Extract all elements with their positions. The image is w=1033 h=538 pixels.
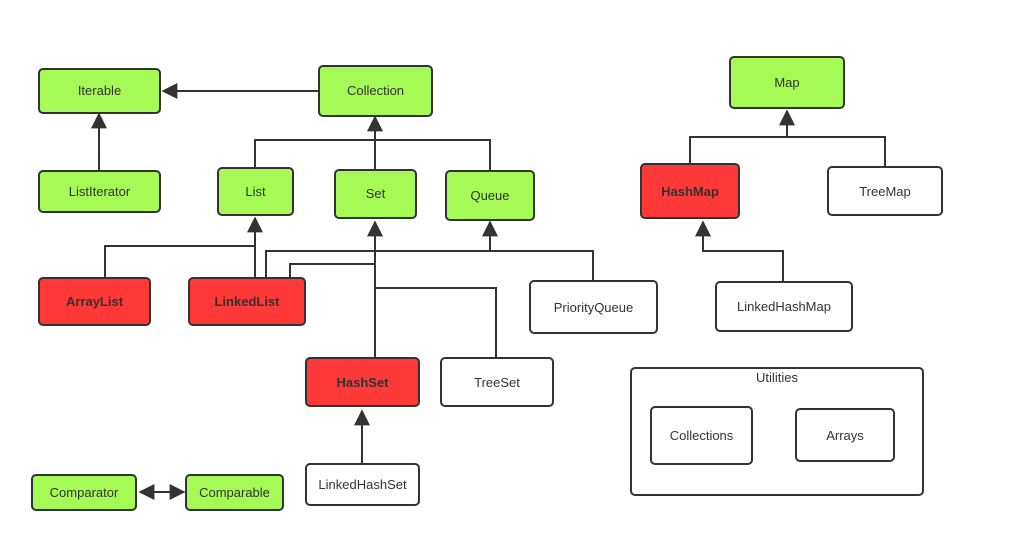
node-hash-set-label: HashSet	[336, 375, 389, 390]
edge-treeset-set	[375, 287, 497, 358]
node-tree-map-label: TreeMap	[859, 184, 911, 199]
node-collections[interactable]: Collections	[650, 406, 753, 465]
node-comparable-label: Comparable	[199, 485, 270, 500]
node-list-label: List	[245, 184, 266, 199]
node-tree-set-label: TreeSet	[474, 375, 520, 390]
node-comparable[interactable]: Comparable	[185, 474, 284, 511]
node-queue[interactable]: Queue	[445, 170, 535, 221]
node-priority-queue[interactable]: PriorityQueue	[529, 280, 658, 334]
node-set[interactable]: Set	[334, 169, 417, 219]
node-array-list-label: ArrayList	[66, 294, 124, 309]
node-set-label: Set	[366, 186, 386, 201]
edge-linkedlist-set-branch	[289, 263, 375, 278]
node-comparator[interactable]: Comparator	[31, 474, 137, 511]
node-queue-label: Queue	[470, 188, 509, 203]
node-linked-hash-map-label: LinkedHashMap	[737, 299, 831, 314]
node-map[interactable]: Map	[729, 56, 845, 109]
node-priority-queue-label: PriorityQueue	[554, 300, 633, 315]
node-arrays[interactable]: Arrays	[795, 408, 895, 462]
node-linked-hash-set[interactable]: LinkedHashSet	[305, 463, 420, 506]
node-list[interactable]: List	[217, 167, 294, 216]
edge-arraylist-list	[104, 216, 263, 278]
node-list-iterator[interactable]: ListIterator	[38, 170, 161, 213]
node-collection-label: Collection	[347, 83, 404, 98]
node-iterable-label: Iterable	[78, 83, 121, 98]
edge-hashmap-map	[689, 136, 886, 167]
node-array-list[interactable]: ArrayList	[38, 277, 151, 326]
edge-linkedhashmap-hashmap	[695, 220, 784, 282]
node-collection[interactable]: Collection	[318, 65, 433, 117]
node-iterable[interactable]: Iterable	[38, 68, 161, 114]
node-hash-map[interactable]: HashMap	[640, 163, 740, 219]
node-linked-list-label: LinkedList	[214, 294, 280, 309]
node-tree-set[interactable]: TreeSet	[440, 357, 554, 407]
node-arrays-label: Arrays	[826, 428, 864, 443]
node-map-label: Map	[774, 75, 799, 90]
edge-list-collection	[254, 139, 491, 171]
edge-linkedlist-queue	[265, 250, 594, 281]
group-utilities-label: Utilities	[756, 370, 798, 385]
node-comparator-label: Comparator	[50, 485, 119, 500]
node-tree-map[interactable]: TreeMap	[827, 166, 943, 216]
node-linked-hash-set-label: LinkedHashSet	[318, 477, 407, 492]
node-linked-list[interactable]: LinkedList	[188, 277, 306, 326]
node-collections-label: Collections	[670, 428, 734, 443]
node-hash-set[interactable]: HashSet	[305, 357, 420, 407]
node-linked-hash-map[interactable]: LinkedHashMap	[715, 281, 853, 332]
node-list-iterator-label: ListIterator	[69, 184, 131, 199]
node-hash-map-label: HashMap	[661, 184, 719, 199]
